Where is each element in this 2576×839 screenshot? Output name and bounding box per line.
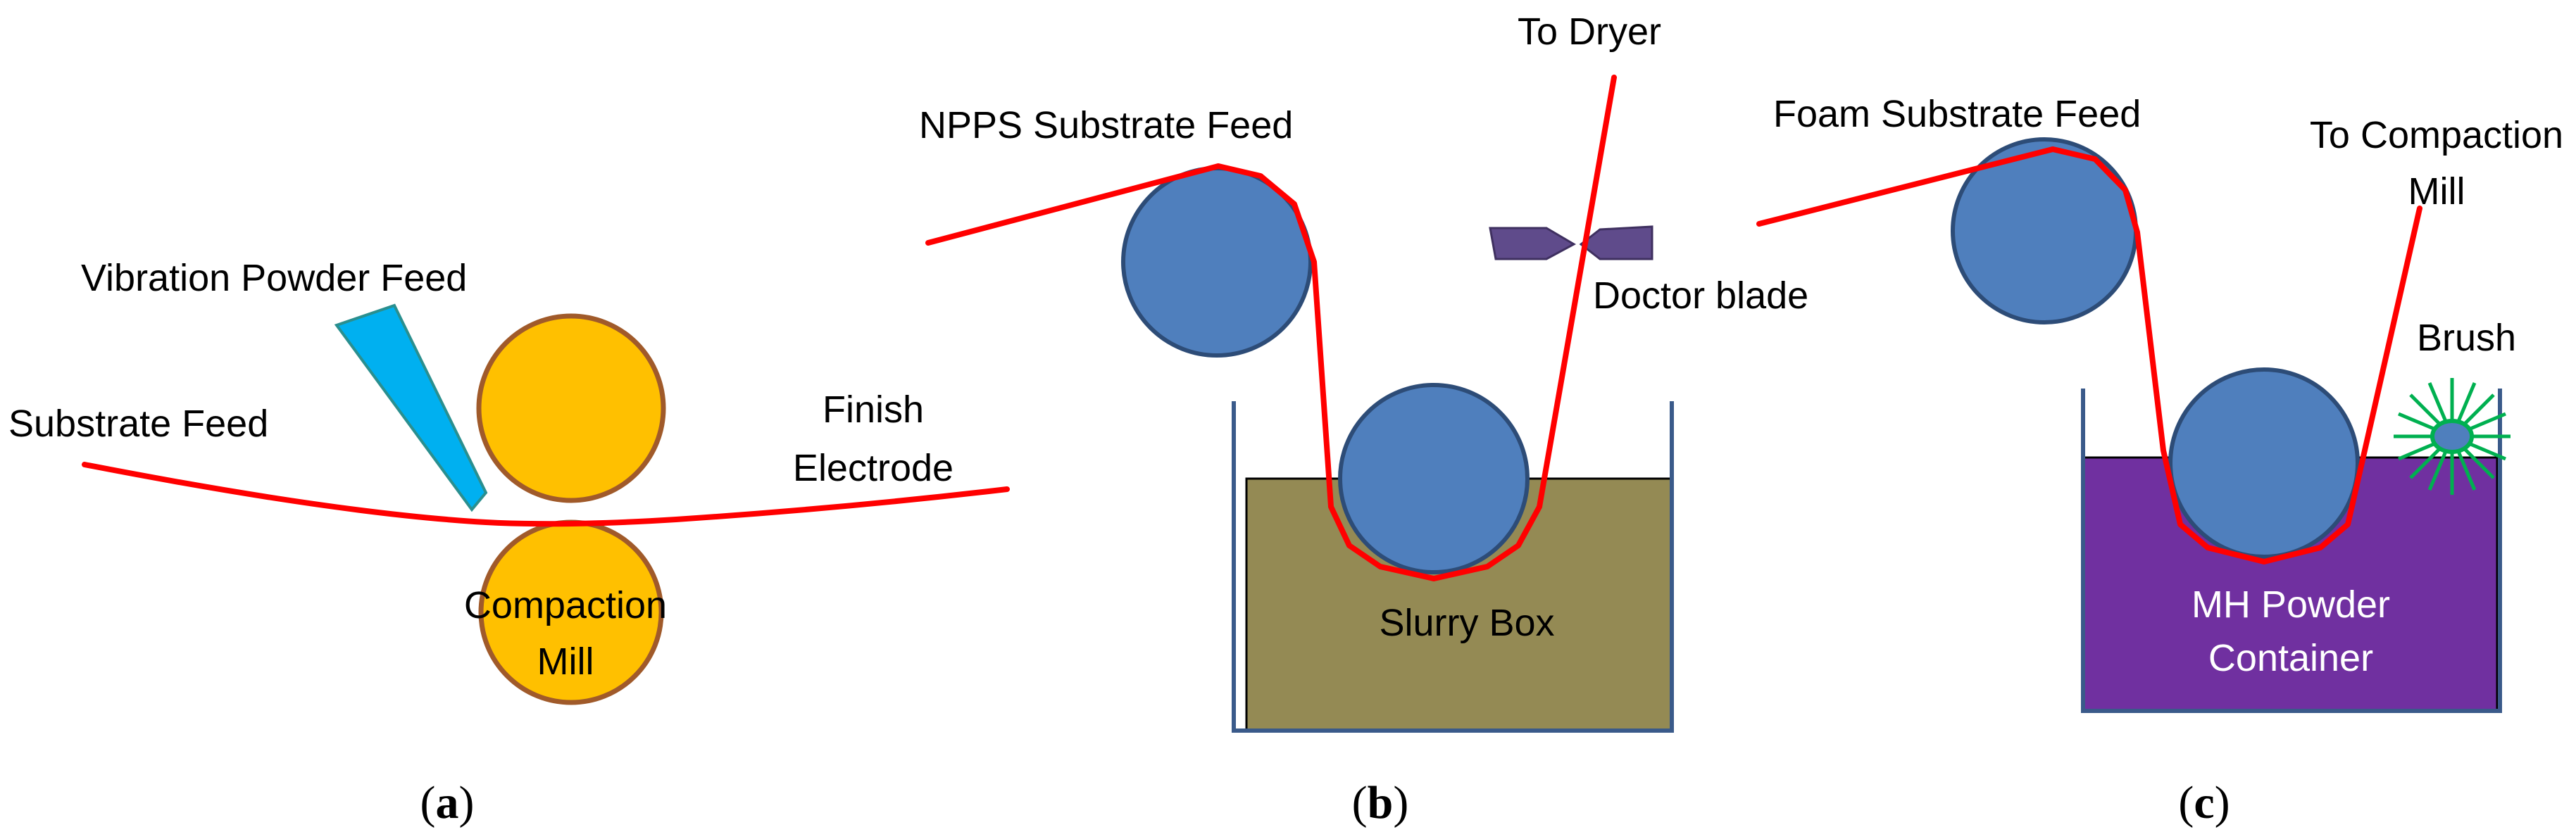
powder-roll <box>2168 367 2360 559</box>
finish-electrode-label-line1: Finish <box>823 389 924 431</box>
foam-substrate-feed-label: Foam Substrate Feed <box>1773 93 2141 135</box>
caption-c: (c) <box>2178 777 2230 828</box>
upper-compaction-roll <box>476 313 666 503</box>
substrate-feed-label: Substrate Feed <box>8 403 268 445</box>
doctor-blade-label: Doctor blade <box>1593 275 1808 317</box>
panel-b: NPPS Substrate Feed To Dryer Doctor blad… <box>919 11 1808 828</box>
vibration-feeder <box>334 303 488 512</box>
substrate-sheet-c <box>1756 146 2422 564</box>
mh-powder-container-label-line2: Container <box>2208 637 2373 679</box>
brush <box>2394 378 2511 495</box>
substrate-sheet-a <box>82 462 1010 527</box>
caption-b: (b) <box>1352 777 1409 828</box>
brush-label: Brush <box>2417 317 2516 359</box>
compaction-mill-label-line2: Mill <box>537 641 594 683</box>
substrate-sheet-b <box>925 75 1617 581</box>
slurry-box-label: Slurry Box <box>1379 602 1554 644</box>
to-dryer-label: To Dryer <box>1518 11 1661 53</box>
doctor-blade-right <box>1579 225 1653 260</box>
caption-a: (a) <box>420 777 475 828</box>
doctor-blade-left <box>1489 227 1577 260</box>
powder-container-outline <box>2081 389 2502 713</box>
slurry-roll <box>1338 383 1530 574</box>
to-compaction-mill-label-line1: To Compaction <box>2310 114 2563 156</box>
finish-electrode-label-line2: Electrode <box>793 447 954 489</box>
to-compaction-mill-label-line2: Mill <box>2408 170 2465 213</box>
slurry-box-outline <box>1232 401 1674 733</box>
panel-a: Vibration Powder Feed Substrate Feed Fin… <box>8 257 1010 828</box>
compaction-mill-label-line1: Compaction <box>464 584 667 626</box>
vibration-powder-feed-label: Vibration Powder Feed <box>81 257 467 299</box>
mh-powder-container-label-line1: MH Powder <box>2192 583 2390 626</box>
npps-substrate-feed-label: NPPS Substrate Feed <box>919 104 1293 146</box>
panel-c: Foam Substrate Feed To Compaction Mill B… <box>1756 93 2563 828</box>
